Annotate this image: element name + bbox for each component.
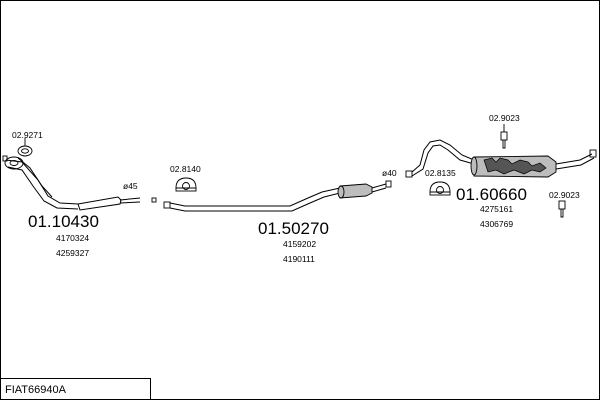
hanger-02-8140 bbox=[175, 177, 197, 192]
hanger-02-8135 bbox=[429, 181, 451, 196]
accessory-code-4: 02.9023 bbox=[489, 113, 520, 123]
gasket-02-9271 bbox=[17, 138, 33, 157]
sheet-code: FIAT66940A bbox=[5, 384, 67, 396]
accessory-code-1: 02.9271 bbox=[12, 130, 43, 140]
part-ref-1a: 4170324 bbox=[56, 233, 89, 243]
middle-pipe bbox=[163, 180, 392, 212]
accessory-code-2: 02.8140 bbox=[170, 164, 201, 174]
part-ref-3b: 4306769 bbox=[480, 219, 513, 229]
diameter-label-1: ø45 bbox=[123, 181, 138, 191]
part-code-2: 01.50270 bbox=[258, 219, 329, 238]
part-ref-2a: 4159202 bbox=[283, 239, 316, 249]
part-ref-2b: 4190111 bbox=[283, 254, 315, 264]
accessory-code-5: 02.9023 bbox=[549, 190, 580, 200]
clamp-02-9023-upper bbox=[500, 124, 508, 149]
front-pipe bbox=[2, 155, 157, 211]
diameter-label-2: ø40 bbox=[382, 168, 397, 178]
rear-silencer bbox=[405, 139, 597, 178]
part-ref-3a: 4275161 bbox=[480, 204, 513, 214]
accessory-code-3: 02.8135 bbox=[425, 168, 456, 178]
part-code-3: 01.60660 bbox=[456, 185, 527, 204]
part-ref-1b: 4259327 bbox=[56, 248, 89, 258]
clamp-02-9023-lower bbox=[558, 200, 566, 218]
part-code-1: 01.10430 bbox=[28, 212, 99, 231]
